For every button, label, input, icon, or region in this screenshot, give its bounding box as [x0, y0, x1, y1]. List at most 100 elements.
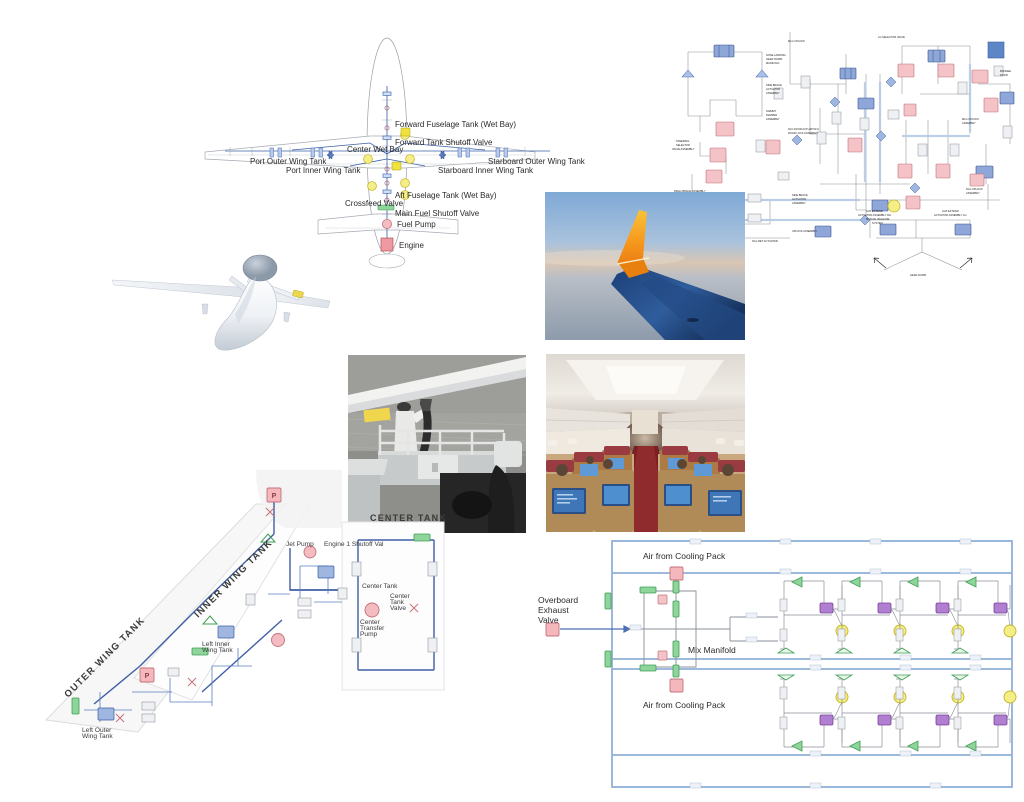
lbl-ct-valve-1: Center [390, 593, 411, 600]
lg-reservoir [987, 41, 1005, 59]
label-air-from-cooling-pack-top: Air from Cooling Pack [643, 551, 726, 561]
lbl-side-brace-2: ACTUATOR [766, 87, 780, 91]
label-engine: Engine [399, 241, 424, 250]
lbl-ct-valve-3: Valve [390, 605, 406, 612]
air-zone-lower-row [776, 674, 1017, 752]
lg-cylinders [705, 63, 999, 210]
manual-release-icon [887, 199, 901, 213]
label-fwd-fuselage-tank: Forward Fuselage Tank (Wet Bay) [395, 120, 516, 129]
fuel-green-valves [71, 533, 431, 715]
lbl-aux-extend-lh-1: AUX EXTEND [942, 209, 959, 213]
lbl-ct-valve-2: Tank [390, 599, 405, 606]
lbl-side-brace-b3: ASSEMBLY [792, 201, 806, 205]
fuel-p-valves: P P [139, 487, 282, 683]
overboard-exhaust-valve-icon [545, 622, 560, 637]
air-zone-upper-row [776, 576, 1017, 654]
label-stbd-inner-tank: Starboard Inner Wing Tank [438, 166, 534, 175]
lbl-nlg-uplock-1: NLG UPLOCK [966, 187, 983, 191]
lbl-bungee-2: DOOR [1000, 73, 1008, 77]
lbl-gear-down: GEAR DOWN [910, 273, 926, 277]
lbl-drag-brace: DRAG BRACE ASSEMBLY [674, 189, 706, 193]
mix-manifold-box [628, 590, 778, 668]
lbl-ct-pump-2: Transfer [360, 625, 385, 632]
lbl-steering-1: STEERING [676, 139, 689, 143]
panel-uav-render [104, 248, 334, 366]
label-overboard-1: Overboard [538, 595, 578, 605]
lg-check-valves [791, 76, 921, 226]
panel-aircraft-fuel-planview: Forward Fuselage Tank (Wet Bay) Forward … [200, 28, 586, 278]
label-stbd-outer-tank: Starboard Outer Wing Tank [488, 157, 586, 166]
caption-center-tank: CENTER TANK [370, 513, 447, 523]
lbl-engine-shutoff: Engine 1 Shutoff Val [324, 541, 384, 548]
photo-winglet [545, 192, 745, 340]
lbl-mlg-uplock-asm-2: ASSEMBLY [962, 121, 976, 125]
lbl-aux-extend-rh-1: AUX EXTEND [866, 209, 883, 213]
lbl-center-tank: Center Tank [362, 583, 398, 590]
label-port-inner-tank: Port Inner Wing Tank [286, 166, 362, 175]
pack-valve-top-icon [669, 566, 684, 581]
lg-small-valves [747, 65, 1013, 223]
lbl-nlg-door-act-2: DOOR LOCK ASSEMBLY [788, 131, 818, 135]
lbl-shimmy-1: SHIMMY [766, 109, 777, 113]
refuel-photo-svg: CENTER TANK [348, 355, 526, 533]
lbl-aux-extend-rh-3: ACTUATOR ASSEMBLY RH [858, 213, 891, 217]
lbl-gear-down-manifold1: GEAR DOWN [766, 57, 782, 61]
lbl-manual-release-1: MANUAL RELEASE [866, 217, 890, 221]
lbl-side-brace-1: SIDE BRACE [766, 83, 782, 87]
lbl-bungee-1: BUNGEE [1000, 69, 1011, 73]
lbl-shimmy-3: ASSEMBLY [766, 117, 780, 121]
aircraft-planview-svg: Forward Fuselage Tank (Wet Bay) Forward … [204, 37, 586, 269]
panel-landing-gear-hydraulic: NOSE LANDING GEAR DOWN MANIFOLD SIDE BRA… [670, 24, 1022, 282]
lg-labels: NOSE LANDING GEAR DOWN MANIFOLD SIDE BRA… [672, 35, 1011, 277]
svg-text:P: P [272, 493, 277, 500]
lg-actuators [713, 44, 1015, 238]
lbl-steering-2: SELECTOR [676, 143, 690, 147]
label-port-outer-tank: Port Outer Wing Tank [250, 157, 327, 166]
lbl-left-inner-2: Wing Tank [202, 647, 233, 654]
label-fwd-shutoff-valve: Forward Tank Shutoff Valve [395, 138, 493, 147]
lbl-mlg-uplock: MLG UPLOCK [788, 39, 805, 43]
label-center-wet-bay: Center Wet Bay [347, 145, 403, 154]
lbl-aux-extend-lh-2: ACTUATOR ASSEMBLY LH [934, 213, 967, 217]
lbl-uplock-assembly: UPLOCK ASSEMBLY [792, 229, 817, 233]
panel-air-distribution: Overboard Exhaust Valve Air from Cooling… [530, 533, 1020, 795]
uav-svg [111, 254, 331, 351]
svg-text:P: P [145, 673, 150, 680]
label-aft-fuselage-tank: Aft Fuselage Tank (Wet Bay) [395, 191, 497, 200]
lbl-nlg-ret-actuator: NLG RET ACTUATOR [752, 239, 778, 243]
label-air-from-cooling-pack-bottom: Air from Cooling Pack [643, 700, 726, 710]
lbl-side-brace-3: ASSEMBLY [766, 91, 780, 95]
air-duct-tags [629, 538, 982, 789]
lbl-left-outer-1: Left Outer [82, 727, 112, 734]
label-crossfeed-valve: Crossfeed Valve [345, 199, 404, 208]
lbl-manual-release-2: SYSTEM [872, 221, 883, 225]
panel-fuel-tank-detail: P P [42, 470, 462, 745]
lbl-nose-landing: NOSE LANDING [766, 53, 786, 57]
cabin-photo-svg [546, 354, 745, 532]
photo-center-tank-refuel: CENTER TANK [348, 355, 526, 533]
photo-cabin-interior [546, 354, 745, 532]
label-overboard-2: Exhaust [538, 605, 569, 615]
air-distribution-svg: Overboard Exhaust Valve Air from Cooling… [538, 538, 1017, 789]
lbl-side-brace-b1: SIDE BRACE [792, 193, 808, 197]
lbl-nlg-uplock-2: ASSEMBLY [966, 191, 980, 195]
winglet-photo-svg [545, 192, 745, 340]
lbl-jet-pump: Jet Pump [286, 541, 314, 548]
lbl-gear-down-manifold2: MANIFOLD [766, 61, 780, 65]
lg-hydraulic-svg: NOSE LANDING GEAR DOWN MANIFOLD SIDE BRA… [672, 32, 1015, 277]
lbl-ct-pump-3: Pump [360, 631, 378, 638]
lbl-left-outer-2: Wing Tank [82, 733, 113, 740]
lbl-left-inner-1: Left Inner [202, 641, 231, 648]
lbl-side-brace-b2: ACTUATOR [792, 197, 806, 201]
lbl-steering-3: VALVE ASSEMBLY [672, 147, 695, 151]
lbl-lg-selector-valve: LG SELECTOR VALVE [878, 35, 905, 39]
label-overboard-3: Valve [538, 615, 559, 625]
planview-components [229, 91, 526, 252]
fuel-detail-svg: P P [44, 470, 445, 740]
label-fuel-pump: Fuel Pump [397, 220, 436, 229]
lbl-ct-pump-1: Center [360, 619, 381, 626]
label-main-shutoff-valve: Main Fuel Shutoff Valve [395, 209, 480, 218]
label-mix-manifold: Mix Manifold [688, 645, 736, 655]
lbl-nlg-door-act-1: NLG DOOR ACTUATOR & [788, 127, 819, 131]
pack-valve-bottom-icon [669, 678, 684, 693]
